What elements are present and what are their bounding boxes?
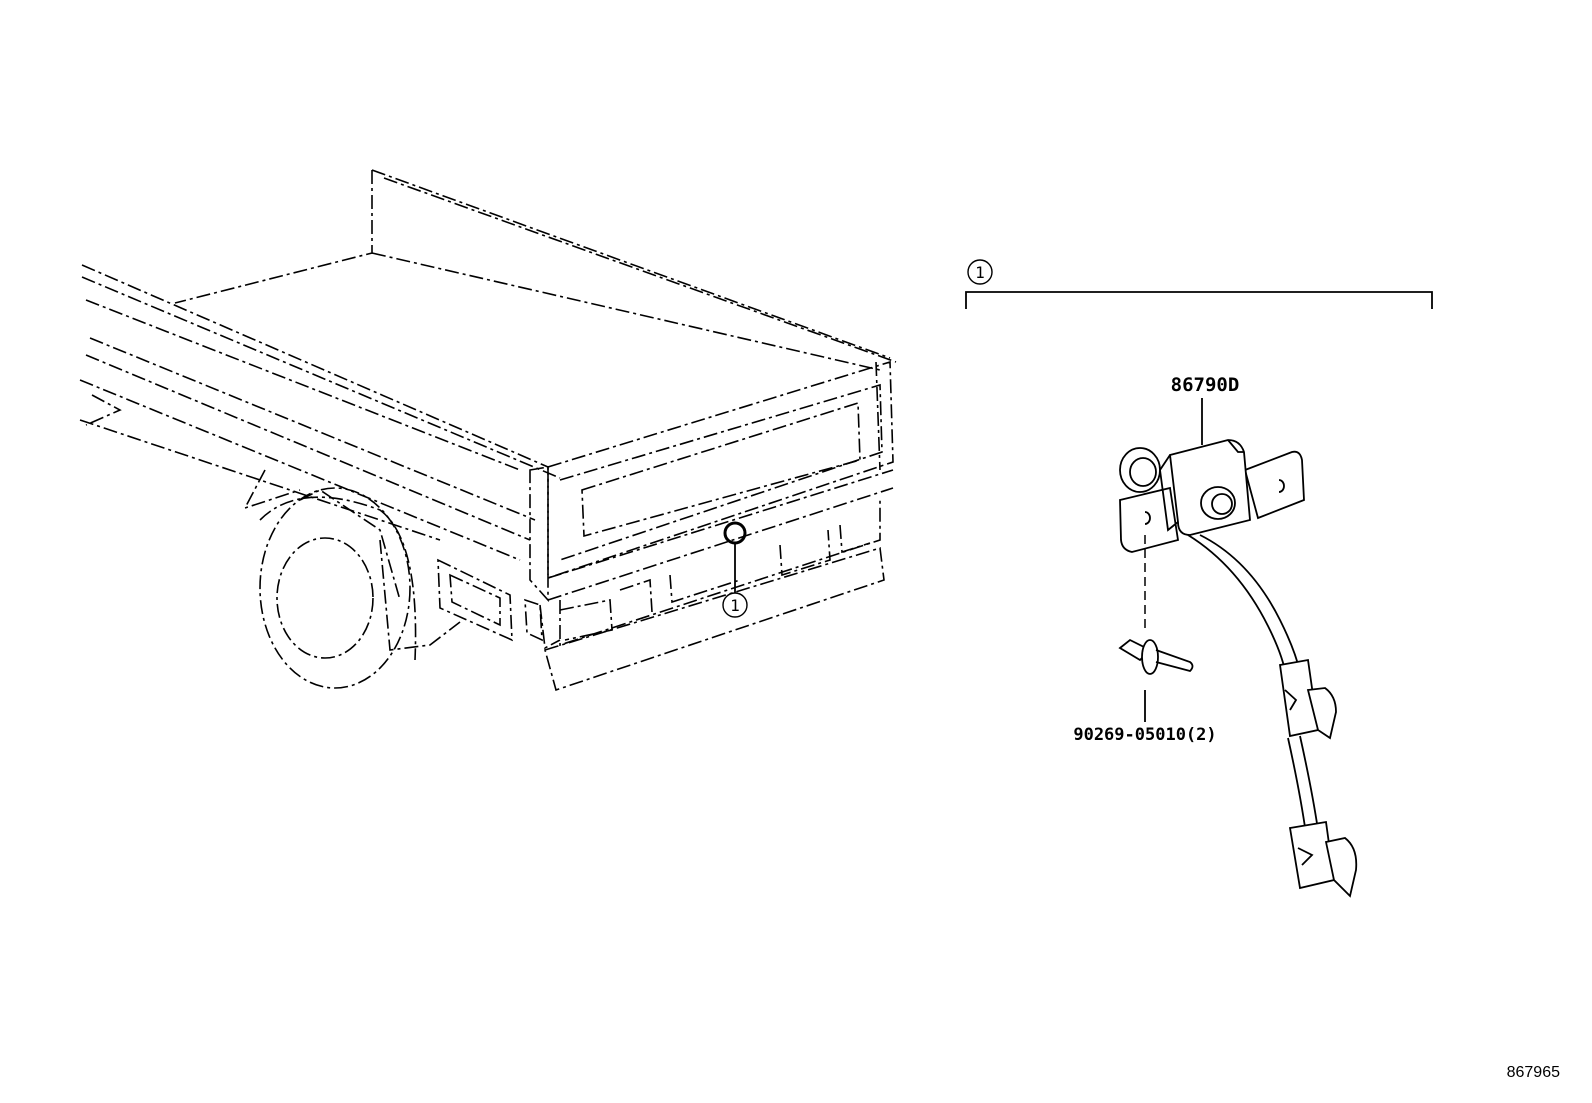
clip-part: [1118, 535, 1194, 675]
assembly-callout-label: 1: [975, 263, 985, 282]
rear-camera-assembly: [1119, 439, 1358, 898]
truck-illustration: [79, 169, 897, 692]
assembly-bracket: 1: [965, 259, 1433, 309]
part-label-camera: 86790D: [1171, 374, 1240, 396]
part-label-clip: 90269-05010(2): [1073, 725, 1216, 745]
camera-location-marker: 1: [722, 521, 748, 618]
truck-callout-label: 1: [730, 596, 740, 615]
figure-id: 867965: [1507, 1064, 1560, 1081]
